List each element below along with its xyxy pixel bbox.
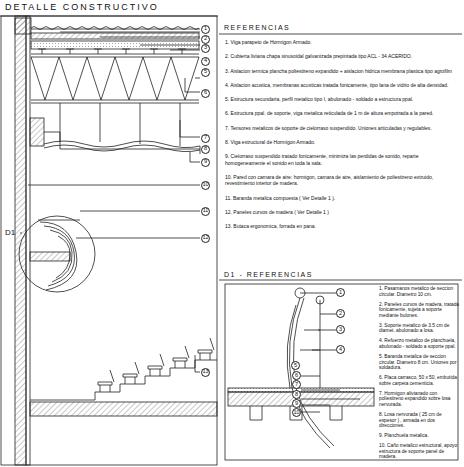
reference-item: 7. Hormigon alivianado con poliestireno … xyxy=(379,391,459,408)
reference-item: 12. Paneles curvos de madera ( Ver Detal… xyxy=(225,209,457,215)
callout-number: 3 xyxy=(201,44,210,53)
reference-item: 9. Cielorraso suspendido tratado fonicam… xyxy=(225,153,457,166)
detail-label: D1 xyxy=(5,228,15,237)
reference-item: 1. Pasamanos metalico de seccion circula… xyxy=(379,286,459,297)
reference-item: 2. Cubierta liviana chapa sinusoidal gal… xyxy=(225,53,457,59)
callout-text: 10 xyxy=(203,182,209,188)
reference-item: 13. Butaca ergonomica, forrada en pana. xyxy=(225,223,457,229)
callout-number: 4 xyxy=(201,57,210,66)
reference-item: 3. Aislacion termica plancha poliestiren… xyxy=(225,68,457,74)
reference-panel: REFERENCIAS 1. Viga parapeto de Hormigon … xyxy=(219,22,462,268)
reference-item: 3. Soporte metalico de 3.5 cm de diamet.… xyxy=(379,323,459,334)
reference-item: 7. Tensores metalicos de soporte de ciel… xyxy=(225,125,457,131)
reference-item: 6. Placa carrasco, 50 x 50, embutida sob… xyxy=(379,375,459,386)
callout-text: 12 xyxy=(203,235,209,241)
callout-text: 4 xyxy=(339,347,342,353)
callout-text: 8 xyxy=(204,146,207,152)
callout-number: 9 xyxy=(201,158,210,167)
callout-text: 7 xyxy=(204,135,207,141)
panel-heading: D1 - REFERENCIAS xyxy=(224,271,313,278)
callout-text: 9 xyxy=(295,401,298,407)
callout-text: 6 xyxy=(295,373,298,379)
reference-panel: D1 - REFERENCIAS 1. Pasamanos metalico de… xyxy=(219,269,462,465)
reference-list: 1. Pasamanos metalico de seccion circula… xyxy=(379,286,459,464)
callout-text: 13 xyxy=(203,369,209,375)
callout-number: 13 xyxy=(201,368,210,377)
callout-number: 10 xyxy=(292,408,301,417)
callout-number: 2 xyxy=(336,309,345,318)
callout-text: 7 xyxy=(295,382,298,388)
callout-text: 2 xyxy=(204,36,207,42)
callout-text: 1 xyxy=(339,290,342,296)
callout-number: 6 xyxy=(292,371,301,380)
callout-text: 2 xyxy=(339,311,342,317)
callout-number: 8 xyxy=(292,390,301,399)
reference-item: 6. Estructura ppal. de soporte, viga met… xyxy=(225,110,457,116)
callout-number: 2 xyxy=(201,35,210,44)
reference-list: 1. Viga parapeto de Hormigon Armado. 2. C… xyxy=(225,39,457,237)
callout-number: 8 xyxy=(201,145,210,154)
callout-number: 9 xyxy=(292,399,301,408)
callout-text: 8 xyxy=(295,392,298,398)
callout-text: 3 xyxy=(204,45,207,51)
callout-number: 3 xyxy=(336,325,345,334)
callout-number: 5 xyxy=(201,68,210,77)
callout-number: 6 xyxy=(201,89,210,98)
reference-item: 4. Refuerzo metalico de planchuela, abul… xyxy=(379,338,459,349)
reference-item: 8. Losa nervurada ( 25 cm de espesor ) ,… xyxy=(379,412,459,429)
callout-number: 1 xyxy=(336,288,345,297)
callout-number: 4 xyxy=(336,345,345,354)
callout-text: 11 xyxy=(203,208,209,214)
reference-item: 10. Pared con camara de aire: hormigon, … xyxy=(225,174,457,187)
panel-heading: REFERENCIAS xyxy=(224,24,290,31)
reference-item: 5. Estructura secundaria, perfil metalic… xyxy=(225,96,457,102)
reference-item: 11. Baranda metalica compuesta ( Ver Det… xyxy=(225,195,457,201)
callout-number: 5 xyxy=(291,361,300,370)
callout-text: 4 xyxy=(204,58,207,64)
callout-text: 1 xyxy=(204,26,207,32)
callout-text: 5 xyxy=(204,69,207,75)
reference-item: 2. Paneles curvos de madera, tratada fon… xyxy=(379,302,459,319)
callout-number: 7 xyxy=(292,380,301,389)
callout-number: 10 xyxy=(201,181,210,190)
reference-item: 8. Viga estructural de Hormigon Armado. xyxy=(225,139,457,145)
reference-item: 9. Planchuela metalica. xyxy=(379,433,459,439)
callout-number: 12 xyxy=(201,234,210,243)
callout-text: 10 xyxy=(294,410,300,416)
callout-text: 3 xyxy=(339,327,342,333)
reference-item: 1. Viga parapeto de Hormigon Armado. xyxy=(225,39,457,45)
reference-item: 5. Baranda metalica de seccion circular.… xyxy=(379,354,459,371)
callout-number: 1 xyxy=(201,25,210,34)
callout-text: 6 xyxy=(204,90,207,96)
reference-item: 4. Aislacion acustica, membranas acustic… xyxy=(225,82,457,88)
page-title: DETALLE CONSTRUCTIVO xyxy=(5,2,159,12)
callout-text: 9 xyxy=(204,159,207,165)
callout-number: 7 xyxy=(201,134,210,143)
reference-item: 10. Caño metalico estructural, apoyo est… xyxy=(379,443,459,460)
callout-number: 11 xyxy=(201,207,210,216)
callout-text: 5 xyxy=(294,363,297,369)
